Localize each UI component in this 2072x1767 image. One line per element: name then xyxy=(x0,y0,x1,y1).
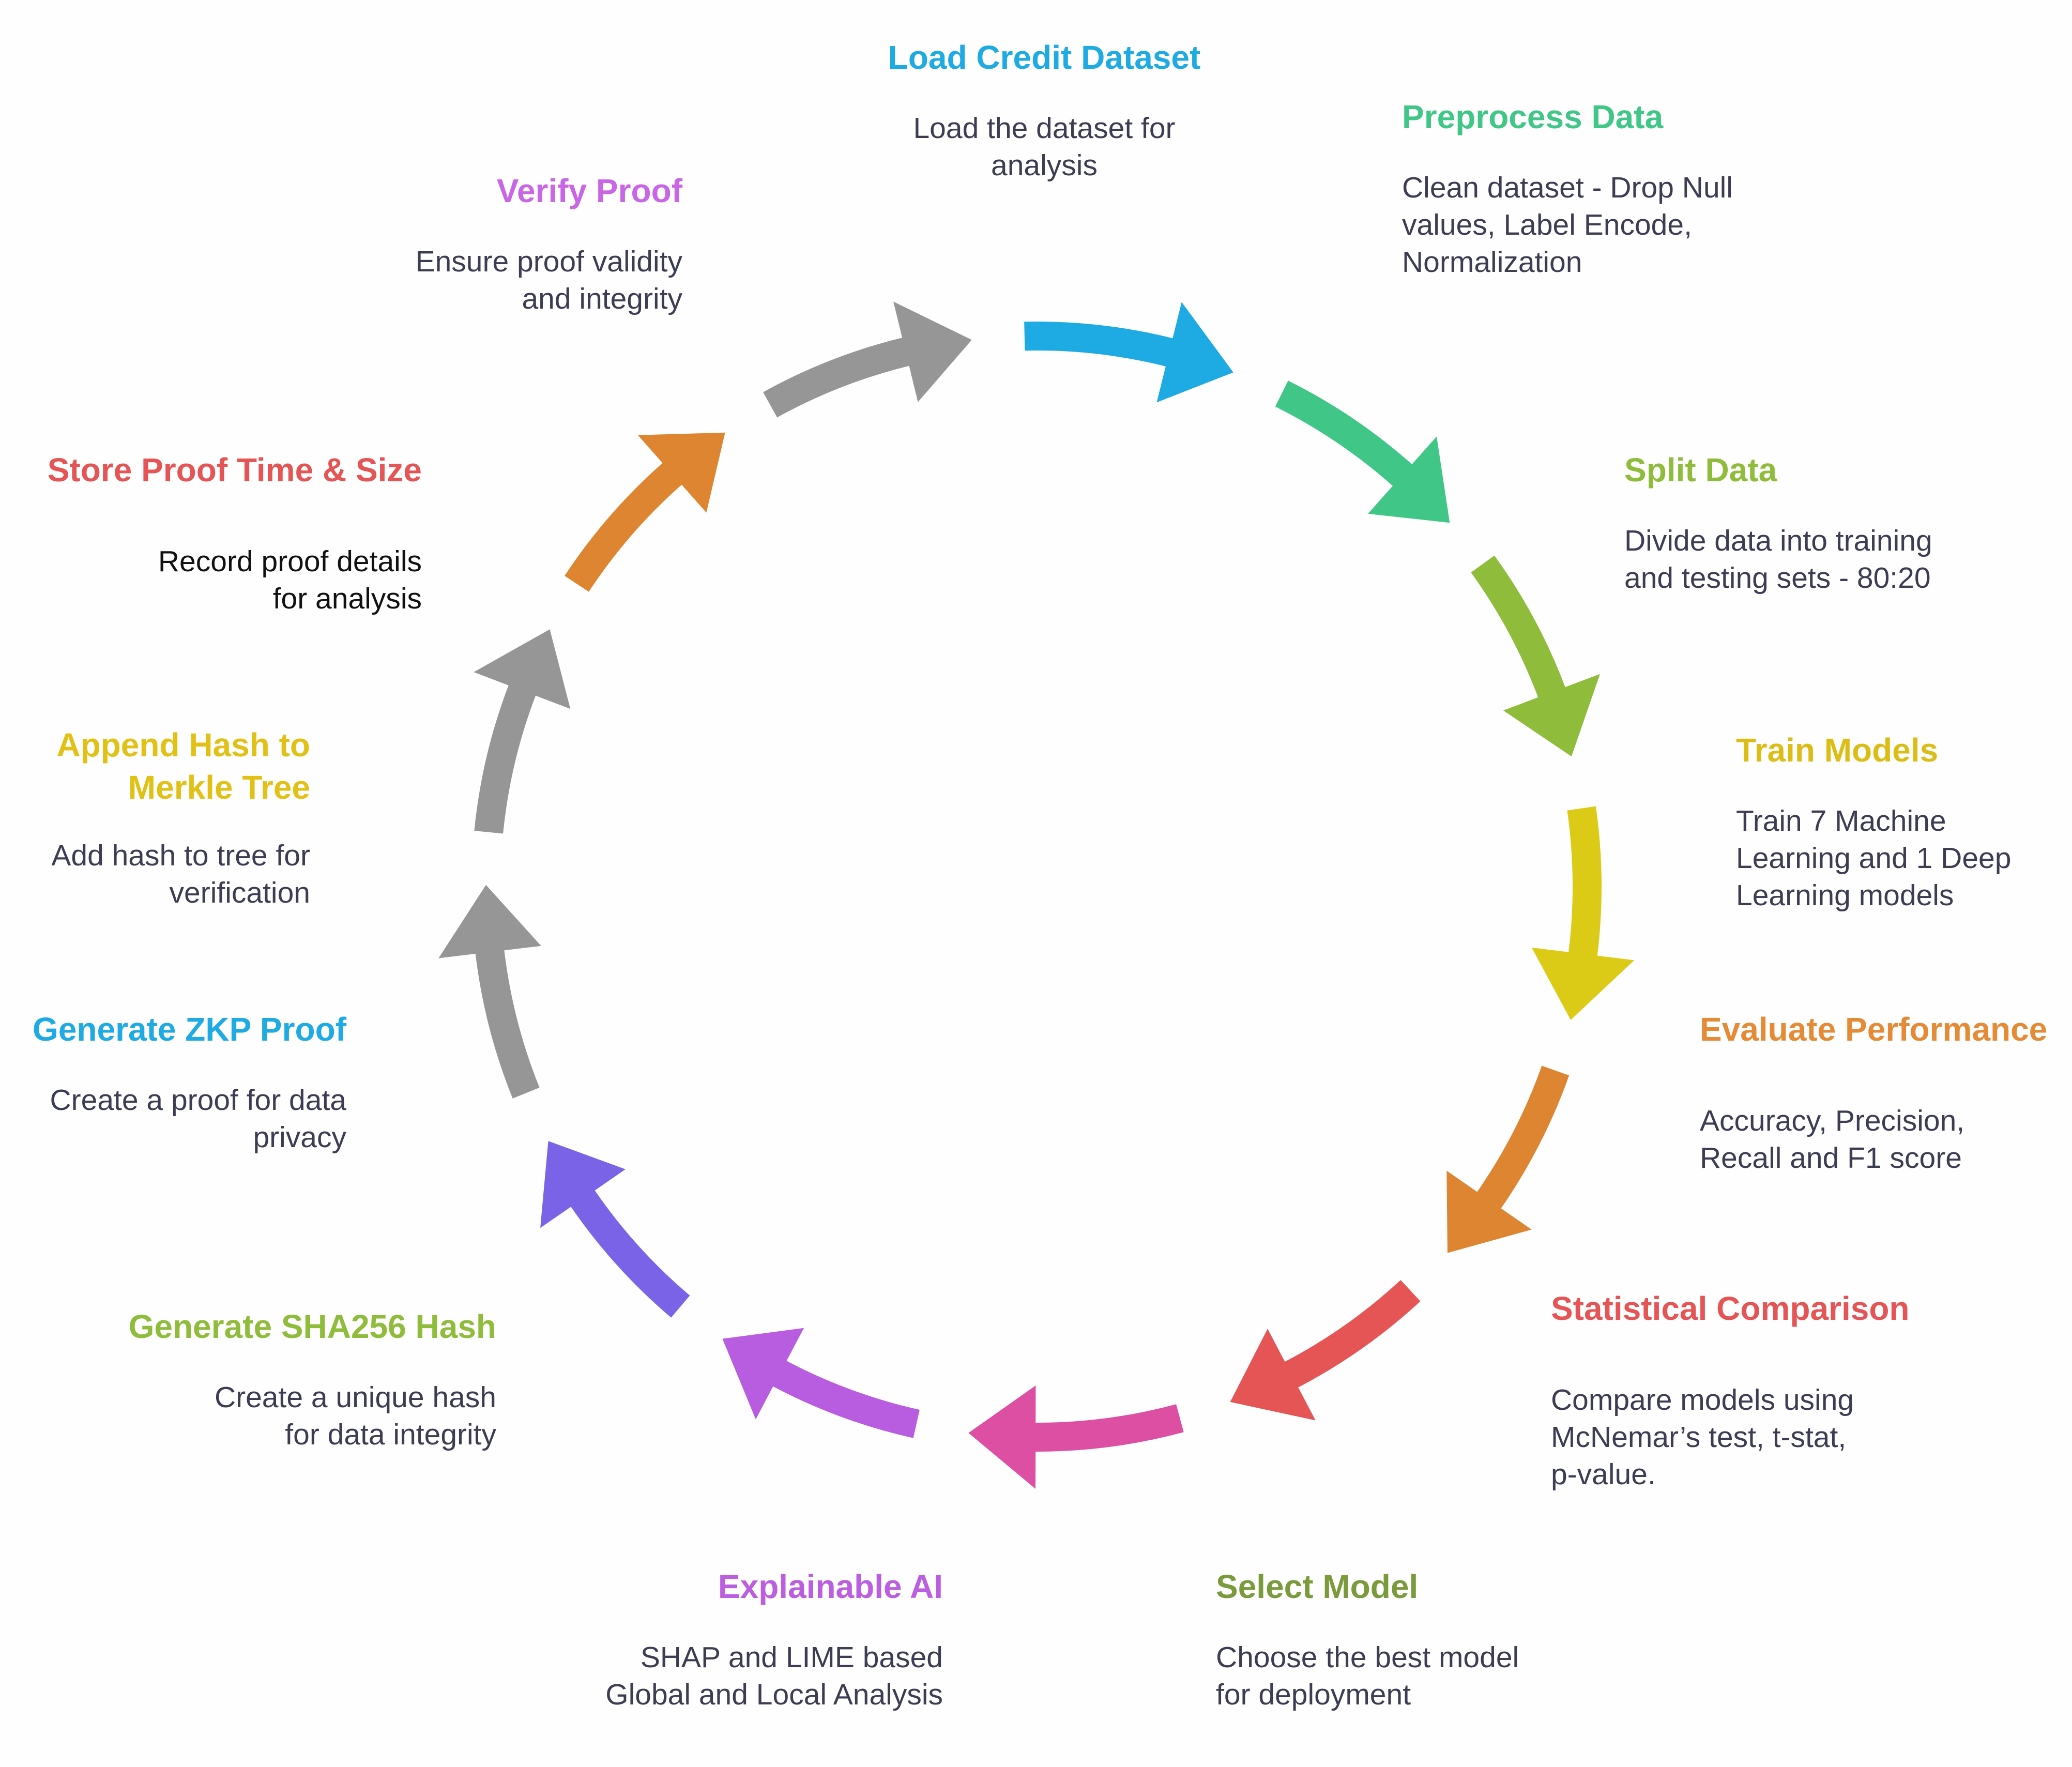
cycle-arrow-9 xyxy=(540,1141,690,1318)
cycle-arrow-4 xyxy=(1531,806,1635,1020)
step-description: Create a proof for data privacy xyxy=(50,1084,346,1154)
step-preprocess-data: Preprocess Data Clean dataset - Drop Nul… xyxy=(1402,96,1816,281)
cycle-arrow-10 xyxy=(438,885,541,1099)
step-title: Split Data xyxy=(1624,451,1777,489)
step-title: Verify Proof xyxy=(496,172,682,209)
step-title: Train Models xyxy=(1736,732,1939,769)
step-description: Clean dataset - Drop Null values, Label … xyxy=(1402,171,1733,279)
step-train-models: Train Models Train 7 Machine Learning an… xyxy=(1736,729,2067,914)
step-description: SHAP and LIME based Global and Local Ana… xyxy=(605,1641,943,1711)
step-title: Evaluate Performance xyxy=(1700,1011,2048,1048)
step-description: Load the dataset for analysis xyxy=(913,112,1176,182)
step-title: Generate ZKP Proof xyxy=(33,1011,346,1048)
step-evaluate-performance: Evaluate Performance Accuracy, Precision… xyxy=(1700,1008,2072,1177)
step-title: Append Hash to Merkle Tree xyxy=(56,726,310,806)
step-description: Ensure proof validity and integrity xyxy=(415,245,682,315)
step-title: Store Proof Time & Size xyxy=(47,451,422,489)
step-title: Load Credit Dataset xyxy=(888,39,1201,76)
step-load-credit-dataset: Load Credit Dataset Load the dataset for… xyxy=(837,36,1251,184)
cycle-arrow-5 xyxy=(1446,1065,1570,1253)
step-store-proof-time-size: Store Proof Time & Size Record proof det… xyxy=(5,449,422,617)
step-generate-sha256-hash: Generate SHA256 Hash Create a unique has… xyxy=(83,1305,496,1453)
step-title: Select Model xyxy=(1216,1568,1419,1605)
step-title: Statistical Comparison xyxy=(1551,1290,1910,1327)
step-verify-proof: Verify Proof Ensure proof validity and i… xyxy=(321,170,682,317)
cycle-arrow-12 xyxy=(565,432,725,592)
step-append-hash-merkle-tree: Append Hash to Merkle Tree Add hash to t… xyxy=(0,724,310,911)
step-statistical-comparison: Statistical Comparison Compare models us… xyxy=(1551,1287,1975,1493)
step-description: Record proof details for analysis xyxy=(158,545,422,615)
step-description: Create a unique hash for data integrity xyxy=(214,1381,496,1451)
step-title: Preprocess Data xyxy=(1402,98,1664,135)
cycle-arrow-11 xyxy=(474,629,571,834)
cycle-arrow-7 xyxy=(968,1385,1184,1489)
step-split-data: Split Data Divide data into training and… xyxy=(1624,449,2048,597)
step-description: Divide data into training and testing se… xyxy=(1624,524,1932,595)
cycle-arrow-6 xyxy=(1230,1280,1421,1421)
step-description: Compare models using McNemar’s test, t-s… xyxy=(1551,1383,1854,1491)
step-description: Accuracy, Precision, Recall and F1 score xyxy=(1700,1104,1965,1175)
cycle-arrow-3 xyxy=(1471,555,1600,757)
step-description: Choose the best model for deployment xyxy=(1216,1641,1519,1711)
step-select-model: Select Model Choose the best model for d… xyxy=(1216,1565,1629,1713)
step-title: Explainable AI xyxy=(718,1568,943,1605)
step-generate-zkp-proof: Generate ZKP Proof Create a proof for da… xyxy=(16,1008,346,1156)
cycle-arrow-13 xyxy=(763,301,972,418)
step-explainable-ai: Explainable AI SHAP and LIME based Globa… xyxy=(529,1565,943,1713)
step-description: Add hash to tree for verification xyxy=(51,839,310,909)
cycle-arrow-8 xyxy=(722,1328,920,1438)
step-title: Generate SHA256 Hash xyxy=(128,1308,496,1345)
cycle-arrow-2 xyxy=(1275,380,1450,523)
cycle-arrow-1 xyxy=(1024,302,1233,403)
step-description: Train 7 Machine Learning and 1 Deep Lear… xyxy=(1736,804,2012,912)
